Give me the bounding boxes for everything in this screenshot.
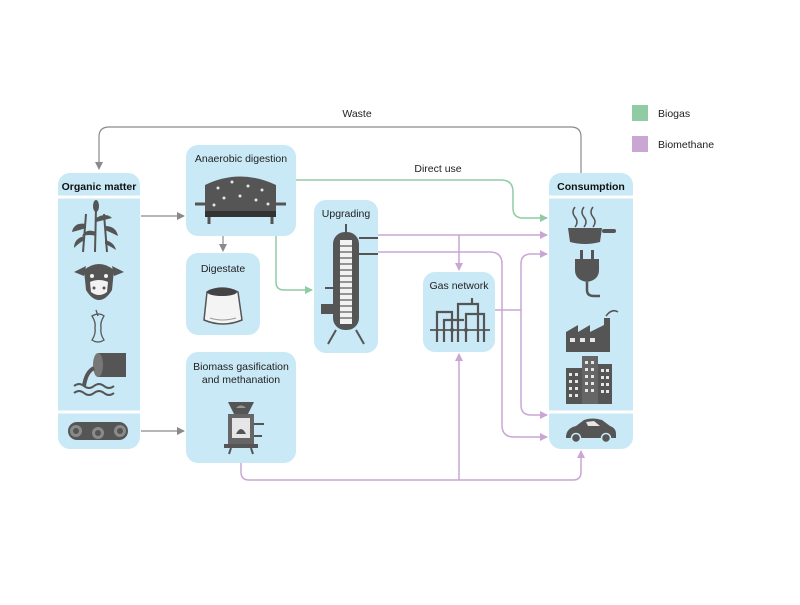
wood-logs-icon [68, 422, 128, 440]
crop-icon [72, 200, 118, 253]
gasification-biomethane-line [240, 450, 585, 481]
digestate-title: Digestate [201, 263, 246, 275]
legend-biogas-swatch [632, 105, 648, 121]
apple-core-icon [91, 309, 105, 343]
direct-use-arrow [296, 179, 548, 222]
waste-arrow [95, 126, 582, 173]
gas-network-title: Gas network [430, 280, 490, 292]
organic-matter-title: Organic matter [62, 181, 137, 193]
biomethane-flows [240, 231, 585, 481]
upgrading-column-icon [321, 224, 378, 345]
organic-matter-box: Organic matter [58, 173, 140, 449]
power-plug-icon [575, 250, 600, 298]
consumption-title: Consumption [557, 181, 625, 193]
gasifier-reactor-icon [224, 402, 264, 455]
digester-tank-icon [195, 176, 286, 224]
legend: Biogas Biomethane [632, 105, 714, 152]
cow-icon [74, 264, 124, 300]
waste-label: Waste [342, 108, 372, 120]
gas-pipes-icon [430, 298, 490, 342]
car-icon [566, 418, 616, 444]
gas-network-to-consumption-arrow [520, 250, 548, 310]
direct-use-label: Direct use [414, 163, 461, 175]
cooking-pot-icon [568, 206, 616, 244]
biomass-gasification-title-2: and methanation [202, 374, 280, 386]
building-icon [566, 356, 612, 404]
fertilizer-sack-icon [203, 287, 243, 325]
waste-water-icon [73, 353, 126, 396]
legend-biomethane-label: Biomethane [658, 139, 714, 151]
legend-biomethane-swatch [632, 136, 648, 152]
digestion-to-upgrading-arrow [275, 236, 313, 294]
legend-biogas-label: Biogas [658, 108, 690, 120]
upgrading-title: Upgrading [322, 208, 371, 220]
upgrading-to-car-arrow [378, 251, 548, 441]
factory-icon [566, 309, 619, 352]
biomass-gasification-title-1: Biomass gasification [193, 361, 289, 373]
anaerobic-digestion-title: Anaerobic digestion [195, 153, 287, 165]
gas-network-to-building-arrow [520, 310, 548, 419]
